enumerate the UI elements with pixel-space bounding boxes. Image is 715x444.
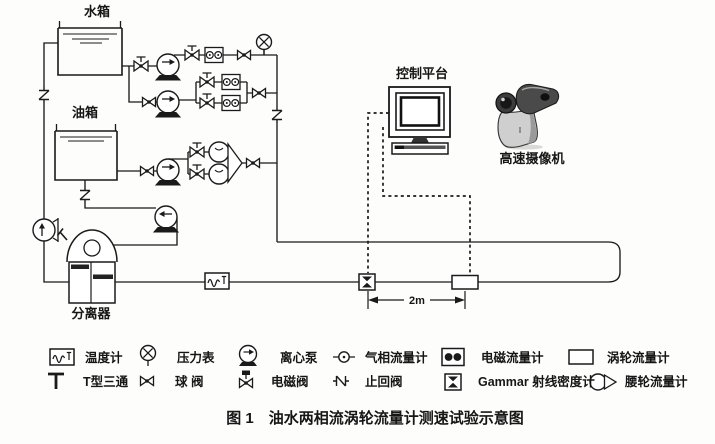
- gamma-densitometer: [358, 273, 376, 291]
- water-tank: [57, 21, 123, 76]
- separator-nozzle: [56, 228, 68, 241]
- ball-valve: [133, 56, 149, 72]
- camera-label: 高速摄像机: [499, 151, 564, 166]
- check-valve: [36, 86, 52, 104]
- legend-label: 腰轮流量计: [624, 374, 688, 389]
- legend-label: 球 阀: [175, 374, 203, 389]
- ball-valve: [199, 93, 215, 109]
- figure-caption: 图 1 油水两相流涡轮流量计测速试验示意图: [226, 409, 524, 427]
- pressure-gauge: [255, 33, 273, 56]
- turbine-flowmeter-icon: [568, 349, 594, 365]
- water-return-pipe: [43, 42, 69, 283]
- solenoid-valve: [251, 87, 267, 99]
- solenoid-valve-icon: [238, 370, 254, 389]
- legend-label: Gammar 射线密度计: [478, 374, 595, 389]
- legend-label: 温度计: [85, 350, 123, 365]
- ball-valve-icon: [139, 375, 155, 387]
- legend-label: T型三通: [83, 374, 129, 389]
- legend-label: 电磁阀: [271, 374, 309, 389]
- roots-flowmeter-icon: [589, 373, 618, 391]
- ball-valve: [184, 45, 200, 61]
- electromagnetic-flowmeter: [221, 94, 241, 112]
- oil-return-pipe: [84, 180, 178, 246]
- water-level-band: [71, 264, 89, 269]
- branch-flowmeters: [204, 46, 243, 185]
- ball-valve: [189, 164, 205, 180]
- gamma-densitometer-icon: [444, 373, 462, 391]
- water-pump-2: [155, 90, 181, 118]
- control-platform-label: 控制平台: [396, 66, 448, 81]
- test-distance-dimension: 2m: [367, 291, 466, 309]
- water-tank-label: 水箱: [84, 4, 110, 19]
- check-valve: [77, 186, 93, 204]
- water-pump-1: [155, 53, 181, 81]
- high-speed-camera: [495, 83, 560, 150]
- check-valve-icon: [332, 373, 350, 389]
- legend-label: 离心泵: [280, 350, 318, 365]
- camera-handle: [515, 83, 560, 115]
- signal-cables: [367, 112, 471, 275]
- water-return-pump: [32, 218, 59, 242]
- turbine-flowmeter: [451, 274, 479, 290]
- electromagnetic-flowmeter: [221, 73, 241, 91]
- separator: [56, 228, 118, 304]
- legend-label: 电磁流量计: [481, 350, 544, 365]
- centrifugal-pump-icon: [238, 344, 258, 366]
- oil-level-lines: [60, 136, 112, 142]
- piping-network: [43, 42, 621, 283]
- oil-tank-label: 油箱: [72, 105, 98, 120]
- separator-port: [83, 239, 101, 257]
- solenoid-valve: [141, 96, 157, 108]
- gas-flowmeter-icon: [333, 351, 355, 363]
- thermometer-icon: [49, 348, 75, 366]
- monitor-stand: [411, 137, 429, 143]
- check-valve: [269, 106, 285, 124]
- legend-label: 压力表: [177, 350, 215, 365]
- separator-label: 分离器: [71, 306, 111, 321]
- electromagnetic-flowmeter: [204, 46, 224, 64]
- oil-tank: [54, 124, 118, 181]
- pressure-gauge-icon: [139, 344, 157, 367]
- solenoid-valve: [245, 157, 261, 169]
- roots-flowmeter-pair: [208, 141, 243, 185]
- oil-pump: [155, 158, 181, 186]
- turbine-cable: [382, 127, 471, 275]
- electromagnetic-flowmeter-icon: [441, 347, 465, 367]
- legend: 温度计 压力表 离心泵 气相流量计 电磁流量计 涡轮流量计 T型三通 球 阀 电…: [48, 344, 688, 391]
- test-section-pipe: [115, 241, 621, 283]
- thermometer: [204, 272, 230, 290]
- solenoid-valve: [236, 49, 252, 61]
- legend-label: 止回阀: [365, 374, 403, 389]
- water-level-lines: [63, 33, 117, 44]
- ball-valve: [199, 72, 215, 88]
- solenoid-valve: [139, 165, 155, 177]
- handle-hole: [540, 93, 550, 101]
- oil-return-pump: [153, 205, 179, 233]
- ball-valve: [189, 142, 205, 158]
- distance-label: 2m: [409, 295, 425, 307]
- legend-label: 涡轮流量计: [607, 350, 670, 365]
- legend-label: 气相流量计: [364, 350, 428, 365]
- oil-level-band: [93, 274, 113, 279]
- densitometer-cable: [367, 112, 389, 273]
- monitor-screen: [399, 96, 441, 127]
- control-platform: [388, 86, 451, 155]
- t-type-tee-icon: [48, 372, 64, 389]
- pumps: [32, 53, 181, 242]
